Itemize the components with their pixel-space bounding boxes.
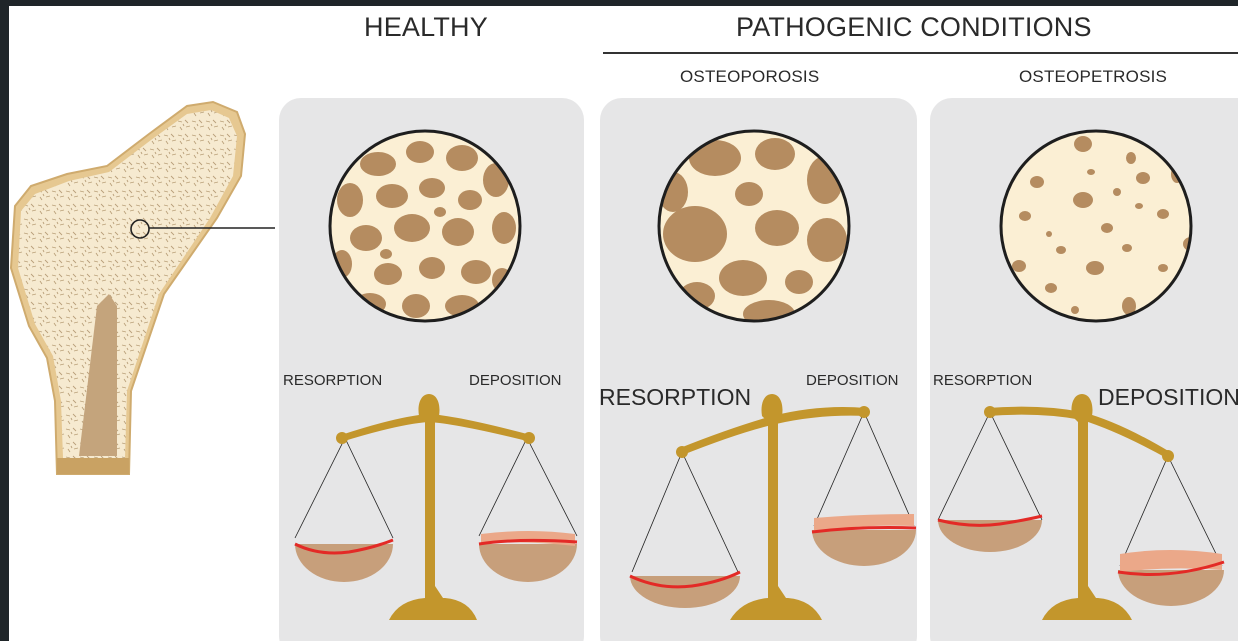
pathogenic-conditions-title: PATHOGENIC CONDITIONS [736,12,1092,43]
osteoporosis-title: OSTEOPOROSIS [680,67,819,87]
femur-illustration [9,6,309,486]
osteopetrosis-balance-scale [930,386,1238,626]
osteopetrosis-bone-section [991,128,1201,324]
healthy-balance-scale [279,386,584,626]
healthy-title: HEALTHY [364,12,488,43]
osteoporosis-balance-scale [600,386,917,626]
osteoporosis-bone-section [649,128,859,324]
osteopetrosis-title: OSTEOPETROSIS [1019,67,1167,87]
healthy-bone-section [320,128,530,324]
pathogenic-divider [603,52,1238,54]
diagram-canvas: HEALTHY PATHOGENIC CONDITIONS OSTEOPOROS… [9,6,1238,641]
